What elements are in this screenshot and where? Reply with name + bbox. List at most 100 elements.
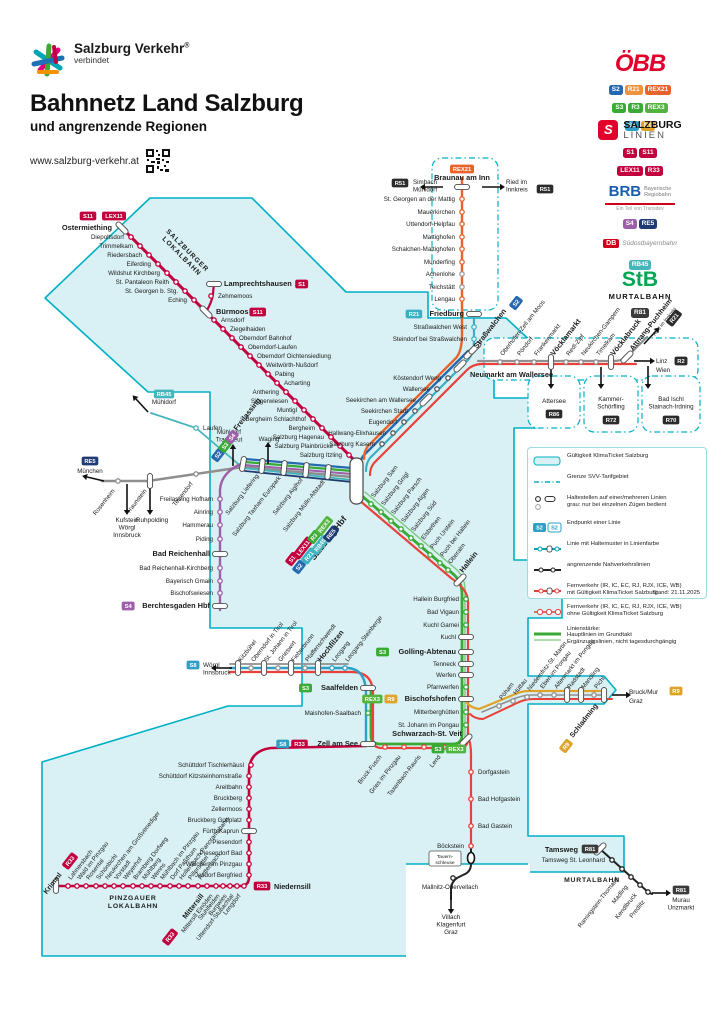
map-label: Graz bbox=[629, 698, 643, 705]
station-label: Salzburg Hagenau bbox=[273, 434, 325, 441]
station-marker bbox=[275, 665, 281, 671]
station-marker bbox=[241, 827, 257, 835]
station-label: Pfarrwerfen bbox=[427, 684, 460, 691]
station-label: Dorfgastein bbox=[478, 769, 510, 776]
station-marker bbox=[459, 246, 465, 252]
station-label: Walchen im Pinzgau bbox=[186, 861, 243, 868]
station-marker bbox=[234, 660, 242, 676]
svg-text:R33: R33 bbox=[65, 855, 77, 868]
outside-region-south bbox=[406, 864, 530, 958]
station-marker bbox=[365, 710, 371, 716]
legend-item: Grenze SVV-Tarifgebiet bbox=[533, 474, 702, 492]
line-badge: S2 bbox=[608, 85, 623, 95]
station-marker bbox=[458, 660, 474, 668]
station-label: Schüttdorf Tischlerhäusl bbox=[178, 762, 244, 769]
station-label: Mitterberghütten bbox=[414, 709, 460, 716]
map-label: Braunau am Inn bbox=[434, 173, 490, 182]
station-label: Siggerwiesen bbox=[251, 398, 289, 405]
station-marker bbox=[93, 883, 99, 889]
station-marker bbox=[310, 416, 316, 422]
line-badge: S8 bbox=[276, 739, 290, 749]
station-label: Oberndorf Oichtensiedlung bbox=[257, 353, 332, 360]
station-marker bbox=[418, 543, 424, 549]
station-label: Seekirchen Stadt bbox=[361, 408, 408, 415]
station-marker bbox=[459, 284, 465, 290]
svg-text:S2: S2 bbox=[512, 299, 521, 308]
station-marker bbox=[246, 850, 252, 856]
station-label: Riedersbach bbox=[107, 252, 142, 259]
map-label: MURTALBAHN bbox=[564, 877, 620, 884]
map-label: Tamsweg bbox=[545, 845, 579, 854]
station-label: Salzburg Itzling bbox=[300, 452, 343, 459]
station-label: Lamprechtshausen bbox=[224, 279, 292, 288]
legend-icon-fv2 bbox=[533, 604, 563, 622]
station-label: Wallersee bbox=[403, 386, 431, 393]
line-badge: RB45 bbox=[628, 260, 652, 270]
rail-line bbox=[368, 362, 638, 477]
station-label: St. Georgen an der Mattig bbox=[384, 196, 456, 203]
station-label: Berchtesgaden Hbf bbox=[142, 601, 210, 610]
station-marker bbox=[227, 883, 233, 889]
line-badge: S2 bbox=[509, 296, 523, 310]
station-label: Bergheim bbox=[289, 425, 315, 432]
station-marker bbox=[220, 883, 226, 889]
station-label: Bad Gastein bbox=[478, 823, 513, 830]
station-marker bbox=[437, 560, 443, 566]
station-label: St. Johann im Pongau bbox=[398, 722, 459, 729]
station-label: Bayerisch Gmain bbox=[166, 578, 214, 585]
svg-text:REX21: REX21 bbox=[453, 167, 472, 173]
svg-text:S2: S2 bbox=[214, 451, 223, 460]
line-badge: R9 bbox=[640, 121, 656, 131]
station-marker bbox=[458, 671, 474, 679]
sob-logo: DB bbox=[603, 239, 620, 248]
legend-date: Stand: 21.11.2025 bbox=[652, 590, 700, 596]
svg-text:R33: R33 bbox=[294, 742, 305, 748]
salzburg-verkehr-logo bbox=[31, 43, 65, 77]
station-marker bbox=[463, 609, 469, 615]
station-marker bbox=[459, 259, 465, 265]
station-marker bbox=[453, 573, 467, 587]
station-marker bbox=[246, 773, 252, 779]
rail-line bbox=[464, 689, 606, 711]
svg-text:S8: S8 bbox=[279, 742, 287, 748]
station-marker bbox=[547, 354, 555, 370]
arrow-head bbox=[82, 473, 88, 481]
legend-icon-haltline bbox=[533, 541, 563, 559]
station-label: Fürth-Kaprun bbox=[203, 828, 240, 835]
station-label: Mattighofen bbox=[423, 234, 456, 241]
station-marker bbox=[563, 359, 569, 365]
station-marker bbox=[115, 221, 129, 235]
station-marker bbox=[319, 425, 325, 431]
station-marker bbox=[241, 883, 247, 889]
station-marker bbox=[388, 518, 394, 524]
direction-arrow bbox=[86, 476, 105, 482]
svg-text:REX3: REX3 bbox=[365, 697, 381, 703]
station-marker bbox=[213, 883, 219, 889]
station-label: Salzburg Kasern bbox=[329, 441, 375, 448]
station-marker bbox=[246, 861, 252, 867]
station-label: Pabing bbox=[275, 371, 295, 378]
station-label: Freilassing Hofham bbox=[160, 496, 213, 503]
arrow-head bbox=[211, 664, 216, 672]
station-label: St. Georgen b. Stg. bbox=[125, 288, 178, 295]
station-marker bbox=[471, 324, 477, 330]
tauernschleuse-box bbox=[428, 850, 462, 867]
arrow-head bbox=[597, 384, 605, 389]
station-label: Piesendorf bbox=[212, 839, 242, 846]
legend-icon-stops bbox=[533, 495, 563, 516]
page-title: Bahnnetz Land Salzburg bbox=[30, 90, 304, 117]
station-label: Teichstätt bbox=[429, 284, 455, 291]
arrow-head bbox=[666, 889, 671, 897]
station-label: Zell am See bbox=[317, 739, 358, 748]
line-badge: R33 bbox=[62, 852, 78, 870]
station-label: Lengau bbox=[434, 296, 455, 303]
line-badge: S11 bbox=[249, 307, 266, 317]
station-label: Eugendorf bbox=[368, 419, 397, 426]
station-marker bbox=[398, 526, 404, 532]
station-label: Steindorf bei Straßwalchen bbox=[393, 336, 468, 343]
station-marker bbox=[246, 872, 252, 878]
station-marker bbox=[246, 806, 252, 812]
